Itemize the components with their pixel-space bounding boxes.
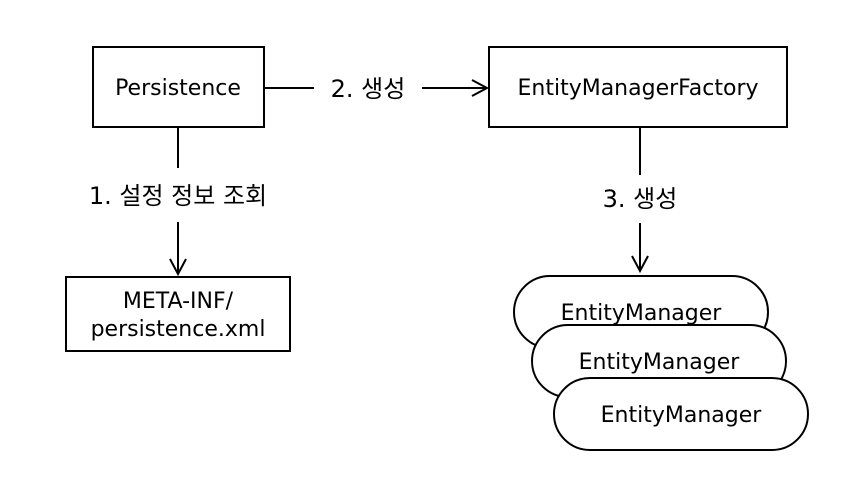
meta-inf-label-line2: persistence.xml <box>91 317 266 342</box>
create-manager-label: 3. 생성 <box>603 185 678 213</box>
create-factory-edge: 2. 생성 <box>264 75 490 103</box>
entity-manager-label-3: EntityManager <box>601 403 763 428</box>
persistence-label: Persistence <box>115 76 241 101</box>
create-manager-edge: 3. 생성 <box>603 127 678 274</box>
entity-manager-factory-label: EntityManagerFactory <box>517 76 758 101</box>
meta-inf-label-line1: META-INF/ <box>123 289 234 314</box>
config-lookup-label: 1. 설정 정보 조회 <box>89 182 267 210</box>
config-lookup-edge: 1. 설정 정보 조회 <box>89 127 267 277</box>
persistence-node: Persistence <box>92 46 265 128</box>
entity-manager-node-3: EntityManager <box>553 377 809 451</box>
create-factory-label: 2. 생성 <box>331 75 406 103</box>
meta-inf-node: META-INF/ persistence.xml <box>65 276 291 352</box>
entity-manager-factory-node: EntityManagerFactory <box>488 46 788 128</box>
entity-manager-label-2: EntityManager <box>579 350 741 375</box>
entity-manager-label-1: EntityManager <box>561 301 723 326</box>
